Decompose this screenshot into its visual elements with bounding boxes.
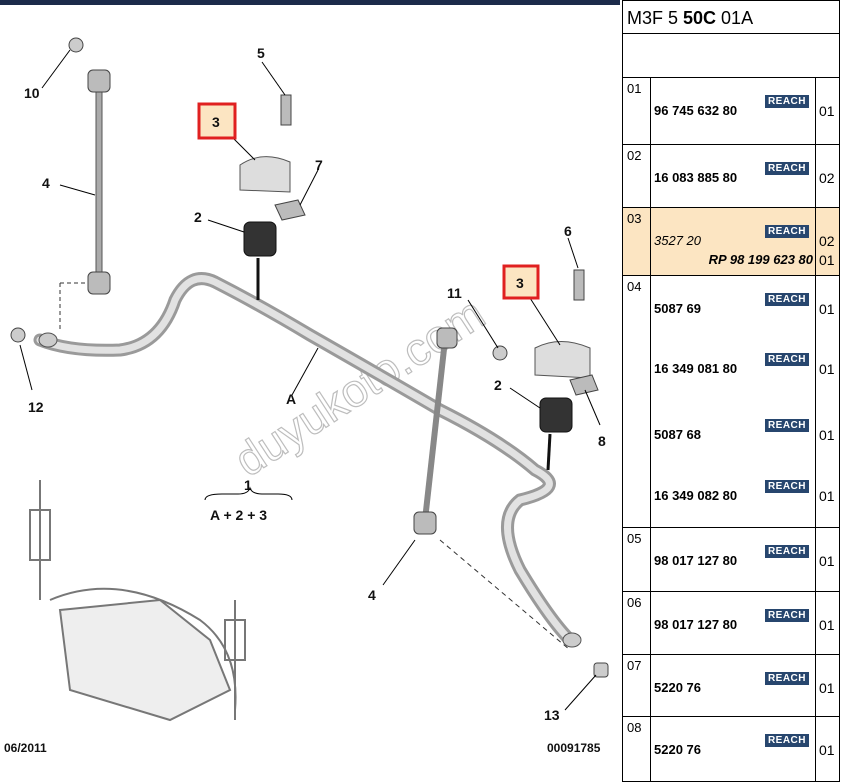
nut-11[interactable] <box>492 345 508 361</box>
quantity: 01 <box>819 742 835 758</box>
position-number: 02 <box>623 145 651 207</box>
replacement-part-number[interactable]: RP 98 199 623 80 <box>708 252 813 267</box>
label-4-right[interactable]: 4 <box>368 587 376 603</box>
subframe-thumbnail <box>29 480 246 722</box>
reach-badge[interactable]: REACH <box>764 545 809 558</box>
label-a[interactable]: A <box>286 391 296 407</box>
label-11[interactable]: 11 <box>447 285 462 301</box>
part-number[interactable]: 5220 76 <box>654 680 701 695</box>
reach-badge[interactable]: REACH <box>764 95 809 108</box>
reach-badge[interactable]: REACH <box>764 480 809 493</box>
position-number: 08 <box>623 717 651 781</box>
bar-end-left <box>38 332 58 348</box>
watermark: duyukoto.com <box>225 287 494 487</box>
quantity: 02 <box>819 170 835 186</box>
title-bar <box>0 0 620 5</box>
label-6[interactable]: 6 <box>564 223 572 239</box>
quantity: 01 <box>819 301 835 317</box>
nut-8[interactable] <box>569 374 599 396</box>
label-3-right[interactable]: 3 <box>516 275 524 291</box>
nut-13[interactable] <box>593 662 609 678</box>
brace <box>204 486 293 501</box>
label-2-left[interactable]: 2 <box>194 209 202 225</box>
bolt-5[interactable] <box>280 94 292 126</box>
reach-badge[interactable]: REACH <box>764 353 809 366</box>
bushing-left[interactable] <box>243 221 277 257</box>
nut-10[interactable] <box>68 37 84 53</box>
label-4-left[interactable]: 4 <box>42 175 50 191</box>
part-number[interactable]: 3527 20 <box>654 233 701 248</box>
label-7[interactable]: 7 <box>315 157 323 173</box>
position-number: 07 <box>623 655 651 716</box>
part-number[interactable]: 16 349 082 80 <box>654 488 738 503</box>
position-number: 01 <box>623 78 651 144</box>
part-number[interactable]: 16 083 885 80 <box>654 170 738 185</box>
quantity: 01 <box>819 252 835 268</box>
reach-badge[interactable]: REACH <box>764 609 809 622</box>
quantity: 01 <box>819 617 835 633</box>
part-number[interactable]: 98 017 127 80 <box>654 553 738 568</box>
highlight-box-3-right <box>502 264 540 300</box>
label-8[interactable]: 8 <box>598 433 606 449</box>
header-spacer <box>622 34 840 78</box>
label-5[interactable]: 5 <box>257 45 265 61</box>
part-number[interactable]: 98 017 127 80 <box>654 617 738 632</box>
part-number[interactable]: 16 349 081 80 <box>654 361 738 376</box>
quantity: 01 <box>819 427 835 443</box>
part-number[interactable]: 5087 68 <box>654 427 701 442</box>
diagram-code: 00091785 <box>547 741 601 755</box>
reference-header: M3F 5 50C 01A <box>622 0 840 34</box>
reach-badge[interactable]: REACH <box>764 672 809 685</box>
label-12[interactable]: 12 <box>28 399 44 415</box>
nut-7[interactable] <box>274 199 306 221</box>
position-number: 06 <box>623 592 651 654</box>
part-number[interactable]: 96 745 632 80 <box>654 103 738 118</box>
exploded-parts-diagram: duyukoto.com <box>4 37 609 755</box>
label-1[interactable]: 1 <box>244 477 252 493</box>
reach-badge[interactable]: REACH <box>764 293 809 306</box>
part-number[interactable]: 5087 69 <box>654 301 701 316</box>
quantity: 01 <box>819 488 835 504</box>
link-rod-left[interactable] <box>87 69 111 295</box>
part-number[interactable]: 5220 76 <box>654 742 701 757</box>
quantity: 01 <box>819 103 835 119</box>
nut-12[interactable] <box>10 327 26 343</box>
clamp-left[interactable] <box>239 156 291 193</box>
clamp-right[interactable] <box>534 341 591 379</box>
bushing-right[interactable] <box>539 397 573 433</box>
position-number: 04 <box>623 276 651 527</box>
label-13[interactable]: 13 <box>544 707 560 723</box>
formula: A + 2 + 3 <box>210 507 267 523</box>
reach-badge[interactable]: REACH <box>764 419 809 432</box>
position-number: 03 <box>623 208 651 275</box>
label-2-right[interactable]: 2 <box>494 377 502 393</box>
diagram-date: 06/2011 <box>4 741 47 755</box>
position-number: 05 <box>623 528 651 591</box>
quantity: 01 <box>819 361 835 377</box>
link-rod-right[interactable] <box>413 327 458 535</box>
quantity: 01 <box>819 553 835 569</box>
bolt-6[interactable] <box>573 269 585 301</box>
quantity: 01 <box>819 680 835 696</box>
quantity: 02 <box>819 233 835 249</box>
label-3-left[interactable]: 3 <box>212 114 220 130</box>
label-10[interactable]: 10 <box>24 85 40 101</box>
reach-badge[interactable]: REACH <box>764 225 809 238</box>
highlight-box-3-left <box>197 102 237 140</box>
reach-badge[interactable]: REACH <box>764 734 809 747</box>
bar-end-right <box>562 632 582 648</box>
reach-badge[interactable]: REACH <box>764 162 809 175</box>
